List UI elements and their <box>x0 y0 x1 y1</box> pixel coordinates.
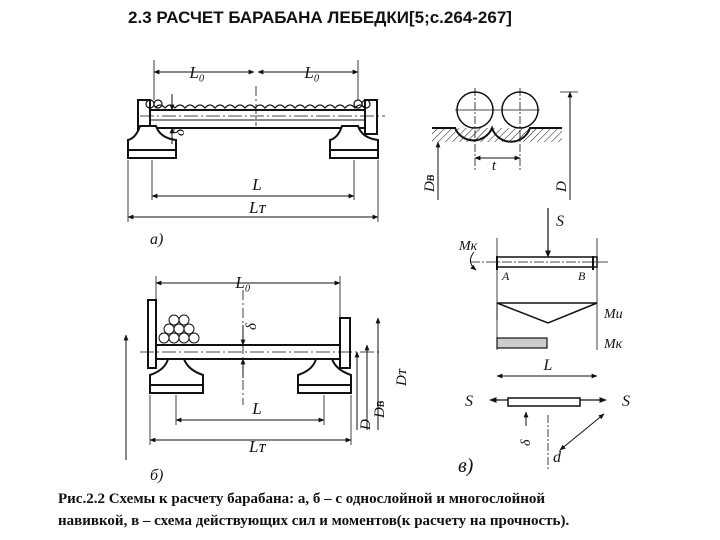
fig-a-wall-label: δ <box>172 128 188 136</box>
fig-v-wall-label: δ <box>519 439 534 446</box>
fig-a-length-label: L <box>251 175 261 194</box>
fig-v-s-top-label: S <box>556 213 564 230</box>
fig-v-point-b-label: B <box>578 269 586 283</box>
fig-a-l0-right-label: L₀ <box>303 63 319 82</box>
fig-a-pitch-label: t <box>492 158 497 174</box>
fig-b-length-label: L <box>251 399 261 418</box>
fig-v-s-left-label: S <box>465 393 473 410</box>
fig-v-label: в) <box>458 455 474 477</box>
fig-v-d-label: d <box>553 449 562 466</box>
fig-v-s-right-label: S <box>622 393 630 410</box>
fig-b-db-label: Dᴃ <box>372 400 388 419</box>
fig-b-label: б) <box>150 467 163 484</box>
figure-v <box>470 208 608 470</box>
fig-b-wall-label: δ <box>244 322 260 330</box>
fig-b-d-label: D <box>358 419 374 431</box>
caption-line-1: Рис.2.2 Схемы к расчету барабана: а, б –… <box>58 491 546 507</box>
fig-a-diameter-label: D <box>554 181 570 193</box>
fig-a-label: а) <box>150 231 163 248</box>
fig-v-mi-label: Mи <box>603 307 623 322</box>
figure-a <box>127 60 385 222</box>
fig-b-dt-label: Dᴛ <box>394 368 410 387</box>
fig-a-drum-diameter-label: Dᴃ <box>422 174 438 193</box>
fig-v-mk-left-label: Mк <box>458 239 478 254</box>
fig-v-length-label: L <box>543 357 553 374</box>
slide-title: 2.3 РАСЧЕТ БАРАБАНА ЛЕБЕДКИ[5;с.264-267] <box>128 8 512 27</box>
fig-b-total-length-label: Lᴛ <box>248 437 266 456</box>
caption-line-2: навивкой, в – схема действующих сил и мо… <box>58 513 570 529</box>
fig-a-total-length-label: Lᴛ <box>248 198 266 217</box>
fig-b-l0-label: L₀ <box>234 273 250 292</box>
fig-v-mk-label: Mк <box>603 337 623 352</box>
figure-caption: Рис.2.2 Схемы к расчету барабана: а, б –… <box>58 488 708 532</box>
figure-a-groove-detail <box>432 88 578 200</box>
fig-v-point-a-label: A <box>501 269 510 283</box>
fig-a-l0-left-label: L₀ <box>188 63 204 82</box>
figure-b <box>123 276 381 460</box>
